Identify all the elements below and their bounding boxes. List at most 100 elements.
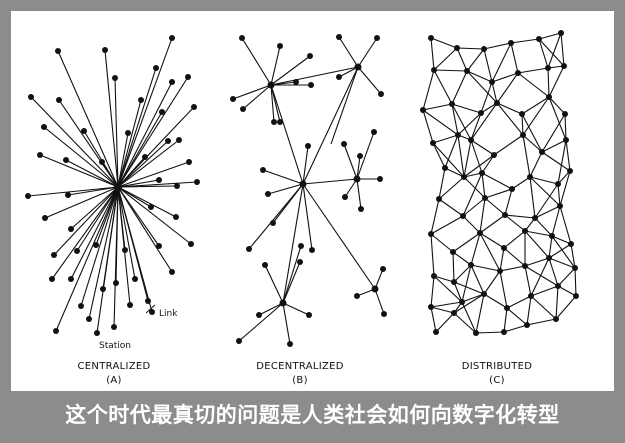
leaf-node (262, 262, 268, 268)
central-station (51, 252, 57, 258)
mesh-link (524, 257, 550, 267)
mesh-link (456, 47, 485, 50)
central-station (86, 316, 92, 322)
mesh-link (504, 188, 513, 216)
mesh-link (433, 69, 453, 105)
mesh-node (431, 67, 437, 73)
central-link (70, 186, 119, 280)
mesh-link (565, 139, 571, 172)
central-station (94, 330, 100, 336)
spoke-link (270, 45, 281, 86)
central-station (156, 243, 162, 249)
mesh-node (489, 79, 495, 85)
spoke-link (241, 37, 272, 86)
mesh-link (430, 215, 464, 235)
spoke-link (356, 178, 362, 210)
spoke-link (374, 268, 384, 290)
central-link (117, 156, 146, 188)
central-station (113, 280, 119, 286)
mesh-link (422, 103, 453, 111)
mesh-link (481, 154, 495, 174)
mesh-node (461, 174, 467, 180)
leaf-node (270, 220, 276, 226)
spoke-link (270, 84, 281, 123)
central-station (132, 276, 138, 282)
mesh-link (548, 257, 576, 269)
central-station (127, 302, 133, 308)
mesh-link (470, 112, 482, 141)
central-link (43, 126, 119, 188)
spoke-link (356, 131, 375, 180)
mesh-link (530, 295, 557, 320)
central-station (111, 324, 117, 330)
regional-hub (267, 81, 275, 89)
central-link (51, 186, 119, 280)
network-diagrams-figure: Link Station CENTRALIZED (A) DECENTRALIZ… (11, 11, 614, 391)
mesh-link (557, 183, 561, 207)
leaf-node (240, 106, 246, 112)
mesh-node (454, 45, 460, 51)
mesh-link (479, 232, 501, 272)
spoke-link (267, 183, 304, 195)
mesh-link (503, 247, 526, 267)
central-link (53, 186, 119, 256)
mesh-link (438, 167, 446, 200)
mesh-node (481, 46, 487, 52)
mesh-link (470, 102, 498, 141)
mesh-link (453, 281, 463, 303)
mesh-link (491, 81, 498, 104)
spoke-link (242, 84, 272, 110)
mesh-node (428, 231, 434, 237)
mesh-link (521, 113, 543, 153)
central-link (117, 99, 142, 188)
mesh-node (431, 273, 437, 279)
mesh-link (499, 265, 526, 272)
mesh-node (428, 35, 434, 41)
mesh-link (548, 96, 567, 141)
mesh-link (526, 318, 557, 326)
backbone-link (302, 178, 358, 185)
central-link (117, 111, 163, 188)
leaf-node (374, 35, 380, 41)
central-station (49, 276, 55, 282)
mesh-link (430, 198, 440, 235)
mesh-node (536, 36, 542, 42)
central-station (112, 75, 118, 81)
mesh-link (480, 81, 493, 114)
mesh-node (553, 316, 559, 322)
central-station (156, 177, 162, 183)
mesh-node (430, 140, 436, 146)
mesh-node (522, 228, 528, 234)
mesh-link (529, 176, 561, 207)
mesh-link (479, 214, 506, 234)
mesh-node (573, 293, 579, 299)
mesh-node (558, 30, 564, 36)
mesh-node (532, 215, 538, 221)
central-station (42, 215, 48, 221)
leaf-node (357, 153, 363, 159)
leaf-node (260, 167, 266, 173)
mesh-link (506, 295, 532, 309)
regional-hub (279, 299, 287, 307)
mesh-link (570, 243, 576, 269)
mesh-link (506, 307, 528, 326)
mesh-link (530, 285, 559, 297)
mesh-link (430, 233, 435, 277)
central-station (169, 35, 175, 41)
mesh-node (501, 245, 507, 251)
leaf-node (381, 311, 387, 317)
spoke-link (302, 145, 309, 185)
mesh-link (547, 32, 562, 69)
backbone-link (270, 84, 304, 185)
mesh-link (457, 134, 465, 178)
mesh-link (560, 32, 565, 67)
central-station (55, 48, 61, 54)
mesh-link (538, 38, 565, 67)
mesh-node (527, 174, 533, 180)
mesh-link (452, 251, 455, 283)
mesh-link (453, 312, 477, 334)
central-station (194, 179, 200, 185)
central-link (117, 181, 198, 188)
mesh-link (534, 205, 561, 219)
central-station (25, 193, 31, 199)
